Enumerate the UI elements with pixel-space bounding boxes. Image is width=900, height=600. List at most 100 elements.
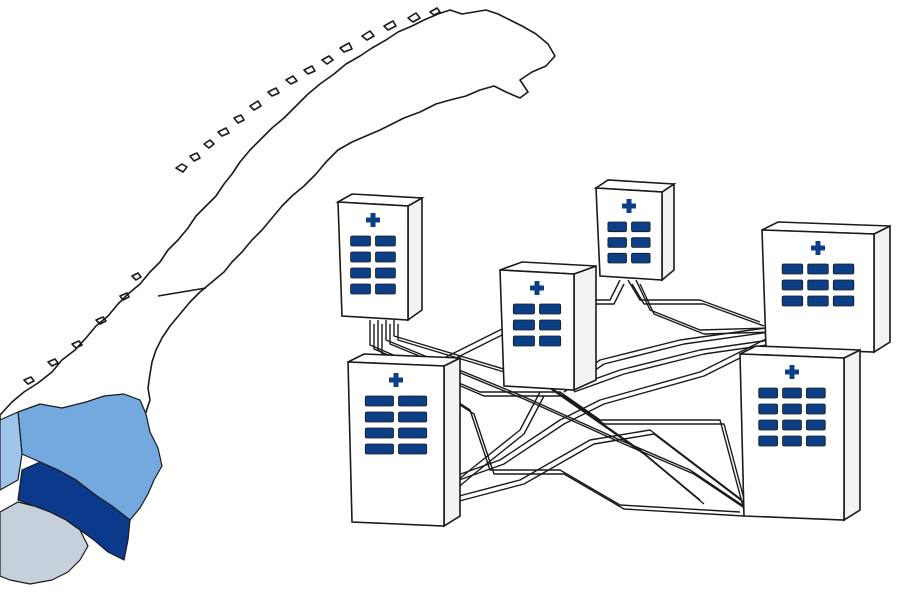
hospital-building-icon (739, 345, 861, 522)
window (607, 252, 627, 264)
window (631, 252, 651, 264)
building-side (843, 348, 861, 522)
hospital-building-icon (593, 179, 677, 282)
medical-cross-icon (534, 281, 540, 295)
island (303, 65, 316, 75)
window (375, 235, 396, 247)
hospital-building-icon (499, 261, 597, 392)
island (217, 127, 230, 137)
network-cable-icon (627, 279, 761, 323)
network-cable-icon (639, 283, 775, 335)
network-cable-icon (447, 335, 785, 485)
island (285, 75, 298, 85)
network-cable-icon (443, 331, 781, 481)
window (512, 303, 535, 315)
window (781, 279, 804, 291)
window (364, 395, 394, 407)
island (189, 152, 201, 162)
norway-map-icon (0, 7, 556, 459)
island (131, 272, 142, 281)
window (539, 303, 562, 315)
window (832, 279, 855, 291)
window (781, 263, 804, 275)
window (350, 283, 371, 295)
building-front (499, 269, 575, 391)
window (398, 395, 428, 407)
island (429, 7, 441, 16)
network-cable-icon (385, 320, 743, 506)
window (350, 251, 371, 263)
island (249, 100, 262, 111)
window (398, 443, 428, 455)
island (203, 139, 215, 149)
island (23, 376, 35, 385)
window (758, 387, 778, 399)
county-border (157, 287, 207, 297)
building-side (443, 356, 461, 528)
network-cable-icon (389, 324, 747, 510)
window (512, 319, 535, 331)
window (512, 335, 535, 347)
window (364, 443, 394, 455)
medical-cross-icon (789, 365, 795, 379)
island (71, 340, 83, 349)
window (631, 237, 651, 248)
island (339, 42, 353, 53)
window (807, 263, 829, 275)
window (398, 427, 428, 439)
norway-coastline (0, 9, 556, 459)
island (321, 55, 334, 65)
window (539, 335, 562, 347)
window (350, 267, 371, 279)
window (782, 387, 802, 399)
window (607, 221, 627, 233)
island (407, 12, 421, 23)
window (607, 237, 627, 248)
hospital-network-icon (335, 179, 891, 528)
map-region (0, 411, 23, 491)
network-cable-icon (635, 279, 771, 331)
window (781, 295, 804, 307)
window (539, 319, 562, 331)
window (631, 221, 651, 233)
hospital-building-icon (335, 193, 425, 322)
island (119, 292, 130, 301)
window (806, 435, 826, 447)
window (758, 419, 778, 431)
island (361, 30, 375, 41)
window (806, 419, 826, 431)
window (806, 403, 826, 415)
network-cable-icon (631, 283, 765, 327)
island (267, 87, 280, 97)
window (398, 411, 428, 423)
window (806, 387, 826, 399)
medical-cross-icon (370, 213, 376, 227)
window (782, 419, 802, 431)
network-cable-icon (447, 433, 747, 505)
hospital-building-icon (347, 353, 461, 528)
island (383, 20, 397, 31)
island (233, 114, 245, 124)
window (364, 411, 394, 423)
map-region (0, 501, 89, 585)
window (807, 295, 829, 307)
window (782, 435, 802, 447)
window (375, 251, 396, 263)
building-side (407, 196, 423, 322)
window (758, 435, 778, 447)
medical-cross-icon (626, 199, 632, 213)
building-side (573, 264, 597, 392)
network-cable-icon (369, 320, 745, 511)
building-front (761, 229, 875, 353)
southern-regions (0, 393, 163, 585)
island (47, 358, 59, 367)
window (364, 427, 394, 439)
network-cable-icon (377, 320, 741, 513)
medical-cross-icon (815, 241, 821, 255)
island (175, 163, 188, 173)
window (807, 279, 829, 291)
window (375, 267, 396, 279)
window (832, 263, 855, 275)
window (832, 295, 855, 307)
building-side (873, 224, 891, 354)
